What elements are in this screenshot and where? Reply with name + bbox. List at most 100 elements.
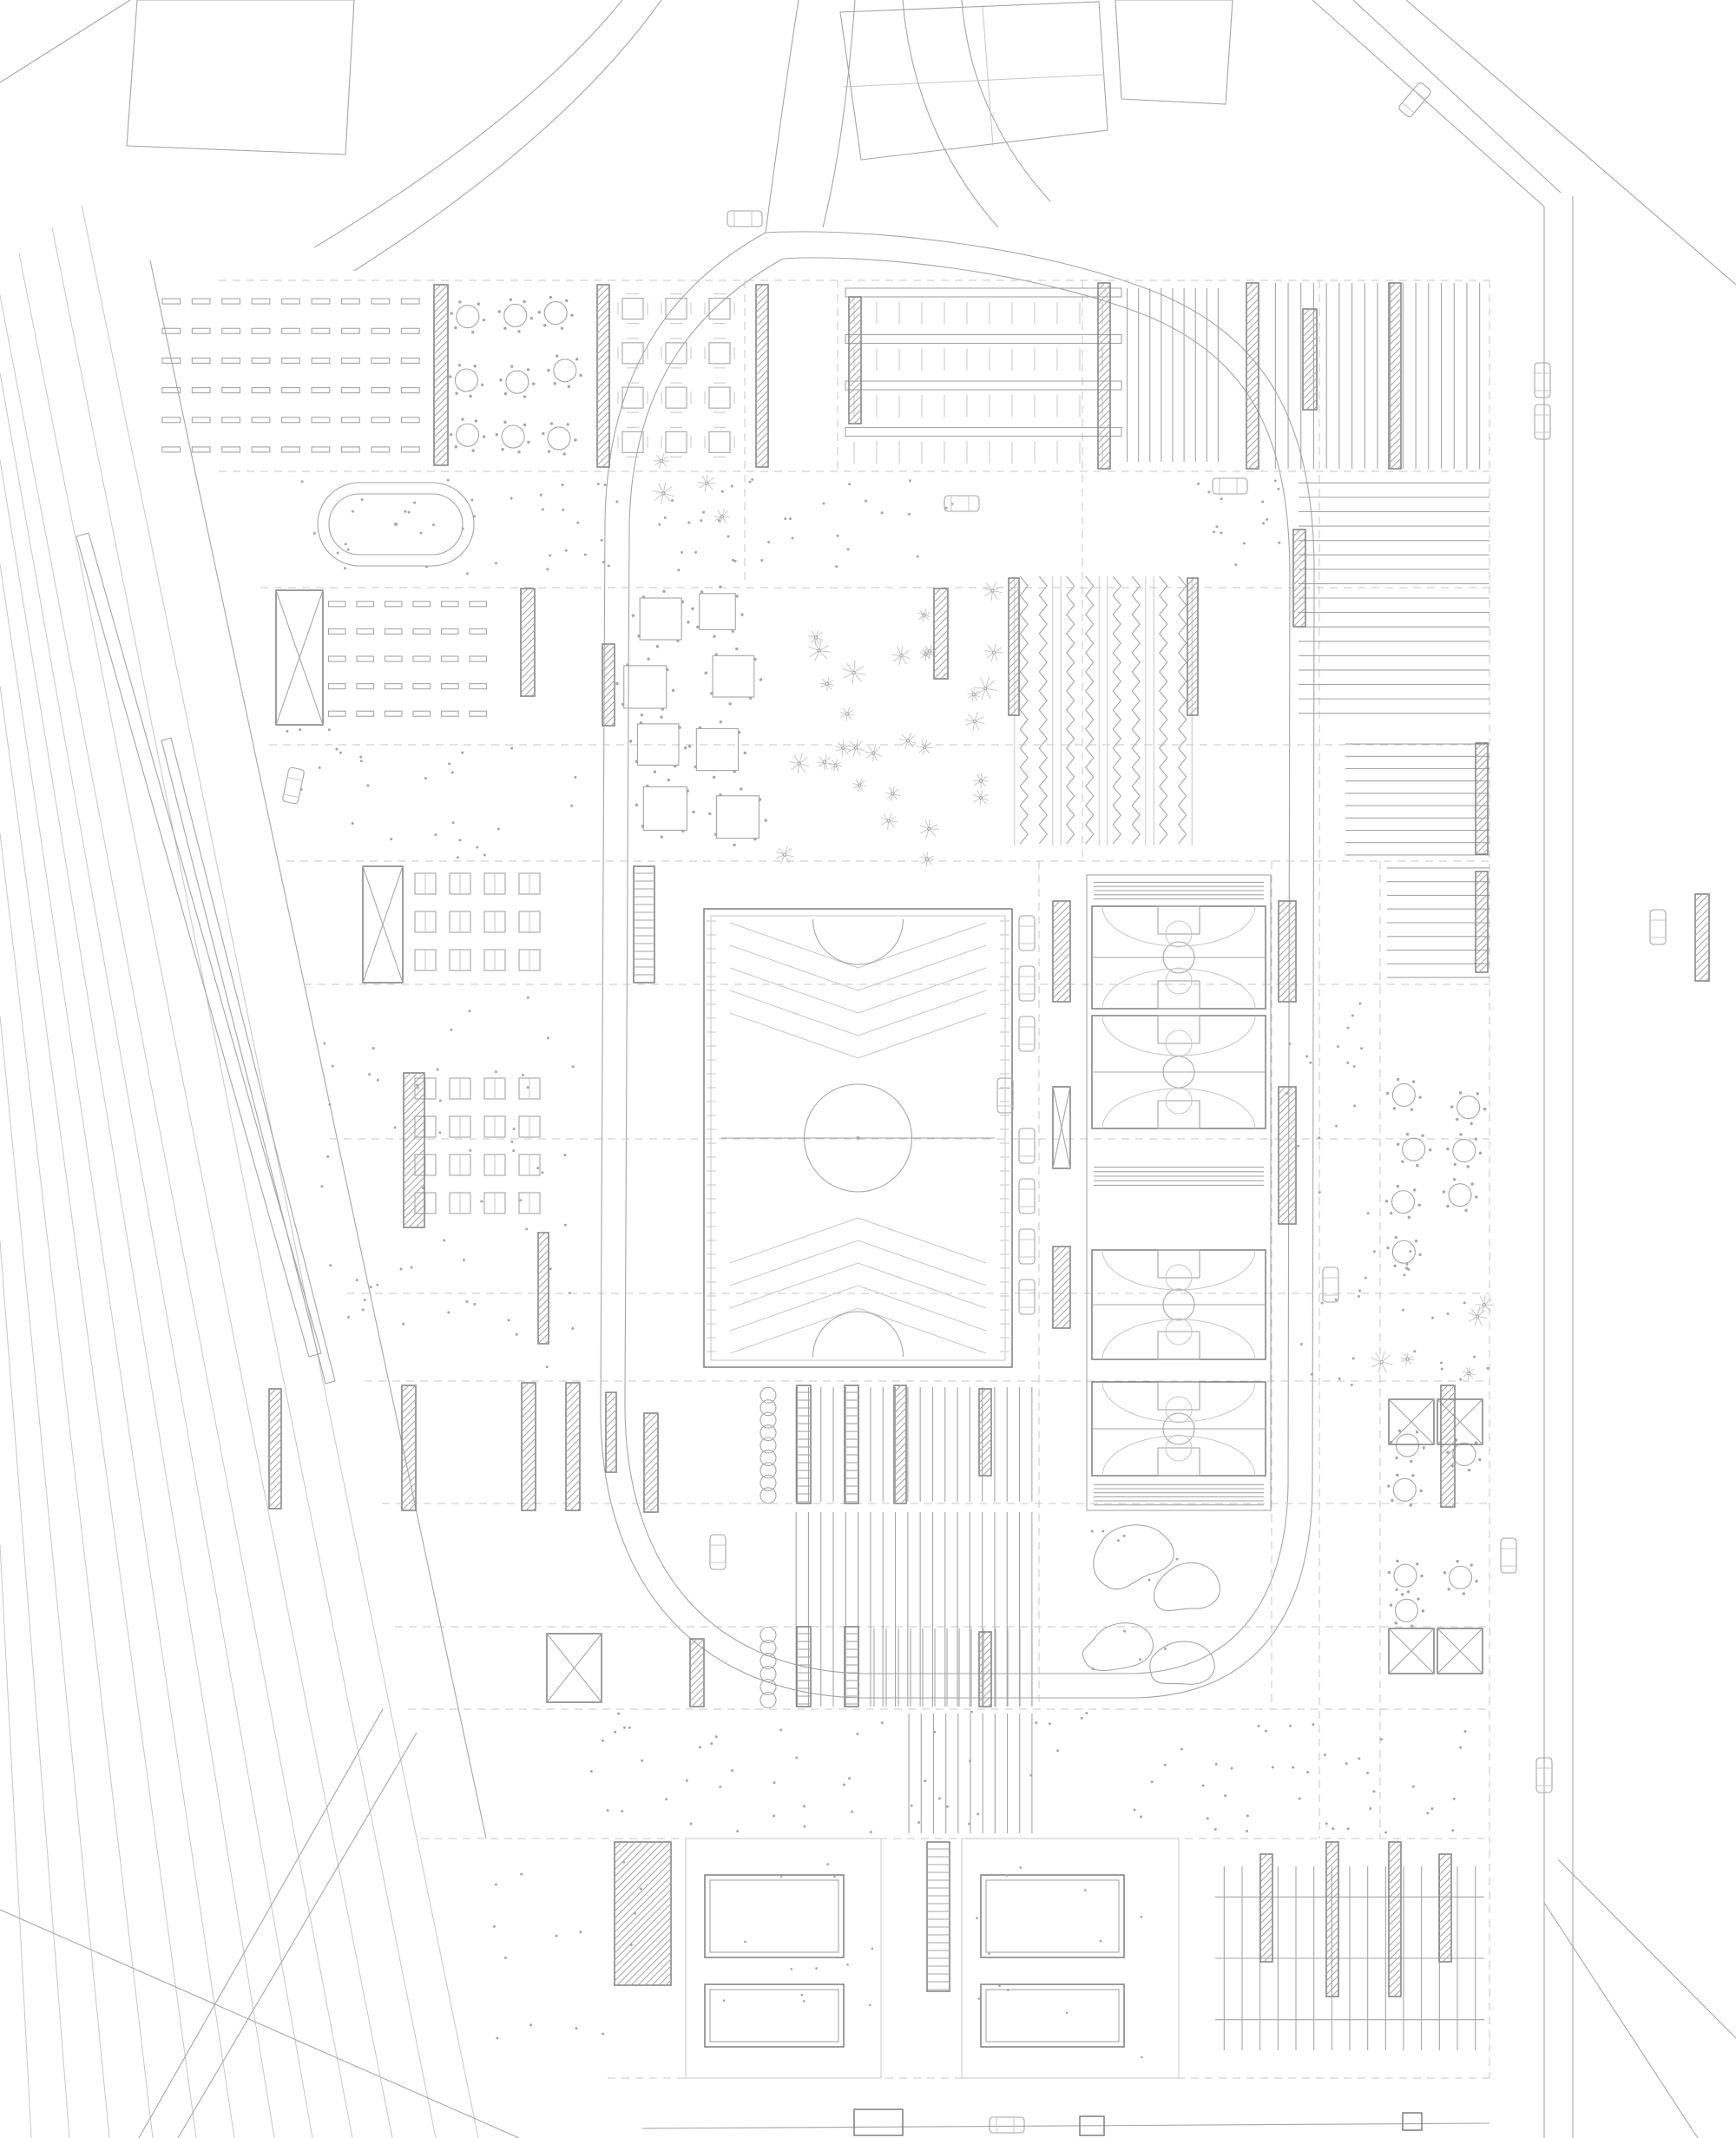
kiosk-b5: [1438, 1853, 1452, 1963]
kiosk-s14: [689, 1638, 705, 1707]
cafe-round-tables-east: [1384, 1077, 1487, 1270]
pavilion-f2: [1052, 1086, 1071, 1169]
playground-blob-3: [1082, 1622, 1154, 1672]
playground-blob-4: [1149, 1641, 1215, 1685]
event-field: [703, 908, 1013, 1368]
car: [1322, 1266, 1339, 1303]
car: [1500, 1537, 1517, 1574]
sparse-trees-north: [652, 453, 730, 525]
car: [989, 2116, 1025, 2134]
kiosk-s2: [401, 1385, 417, 1511]
bleachers-mid: [1094, 1167, 1264, 1186]
kiosk-b4: [1388, 1841, 1402, 1997]
shed-bottom-1: [853, 2108, 904, 2136]
boardwalk-a: [795, 1387, 1033, 1502]
cafe-round-tables-se: [1387, 1429, 1482, 1507]
plaza-dots-west: [320, 996, 575, 1369]
stripe-beds-east-2: [1387, 867, 1489, 978]
kiosk-n4: [848, 296, 862, 424]
x-table-e1: [1388, 1398, 1435, 1445]
picnic-square-tables: [615, 585, 767, 847]
car: [1018, 1279, 1036, 1315]
wedge-building-s: [614, 1841, 672, 1986]
plaza-dots-south: [589, 1710, 1467, 1834]
kiosk-n7: [1302, 308, 1318, 411]
car: [1018, 1128, 1036, 1164]
car: [1018, 1178, 1036, 1214]
running-track: [317, 482, 475, 567]
railway-tracks: [0, 204, 479, 2138]
kiosk-c2: [1008, 577, 1020, 716]
kiosk-n2: [596, 284, 610, 468]
stair-core-s11: [796, 1626, 812, 1707]
kiosk-e4: [1440, 1385, 1456, 1508]
planter-circles-b: [760, 1626, 777, 1709]
x-table-e3: [1388, 1628, 1435, 1674]
plaza-dots-east: [1286, 1002, 1370, 1360]
basketball-court-4: [1091, 1381, 1266, 1477]
bleachers-north: [1094, 881, 1264, 900]
kiosk-e2: [1475, 742, 1489, 855]
cafe-round-tables-se-2: [1387, 1559, 1478, 1628]
stair-core-b1: [926, 1841, 950, 1992]
plaza-dots-northeast: [1197, 479, 1281, 567]
pavilion-w1: [275, 589, 324, 726]
plaza-dots-southeast: [1310, 1250, 1489, 1387]
tree-grove: [775, 581, 1003, 867]
market-stalls-west: [327, 601, 488, 717]
car: [1212, 477, 1248, 495]
car: [944, 495, 980, 512]
stair-core-s8: [844, 1385, 859, 1504]
kiosk-w6: [537, 1232, 549, 1345]
car: [996, 1077, 1014, 1114]
kiosk-e3: [1475, 871, 1489, 973]
playground-dots: [1090, 1529, 1179, 1671]
car: [1534, 404, 1551, 440]
shed-bottom-3: [1402, 2112, 1423, 2131]
kiosk-s4: [565, 1382, 581, 1511]
parking-north: [845, 287, 1122, 464]
basketball-court-2: [1091, 1015, 1266, 1129]
kiosk-c1: [933, 588, 949, 680]
kiosk-f4: [1278, 900, 1297, 1003]
kiosk-b3: [1325, 1841, 1339, 1997]
kiosk-s1: [268, 1388, 282, 1510]
car: [1534, 362, 1551, 398]
kiosk-w3: [602, 643, 615, 727]
pavilion-w4: [362, 865, 404, 983]
plaza-dots-southwest: [492, 1860, 642, 2040]
playground-blob-2: [1153, 1562, 1220, 1612]
courts-strip-outline: [1086, 874, 1272, 1511]
basketball-court-1: [1091, 905, 1266, 1010]
stair-core-s12: [844, 1626, 859, 1707]
kiosk-f1: [1052, 900, 1071, 1003]
kiosk-n3: [755, 284, 769, 468]
planter-circles-a: [760, 1386, 777, 1504]
basketball-court-3: [1091, 1249, 1266, 1360]
boardwalk-d: [908, 1714, 1033, 1833]
terrace-pinwheel-tables: [617, 293, 735, 457]
market-stalls-nw: [161, 298, 420, 453]
bleachers-south: [1094, 1483, 1264, 1506]
units-block-b: [414, 1077, 541, 1214]
car: [1649, 909, 1667, 945]
kiosk-n1: [433, 284, 449, 466]
car: [1018, 915, 1036, 951]
kiosk-n8: [1388, 282, 1402, 470]
stripe-beds-ne: [1299, 482, 1489, 714]
kiosk-s9: [893, 1385, 907, 1504]
kiosk-b2: [1259, 1853, 1273, 1963]
kiosk-e1: [1292, 529, 1306, 628]
kiosk-n6: [1246, 282, 1259, 470]
hall-block-west: [685, 1838, 882, 2079]
car: [709, 1534, 727, 1570]
kiosk-c3: [1187, 577, 1199, 716]
parking-northeast: [1274, 283, 1481, 469]
kiosk-n5: [1097, 282, 1111, 470]
car: [1018, 1228, 1036, 1265]
sparse-trees-east: [1371, 1295, 1494, 1380]
kiosk-f5: [1278, 1086, 1297, 1225]
x-table-e4: [1437, 1628, 1483, 1674]
